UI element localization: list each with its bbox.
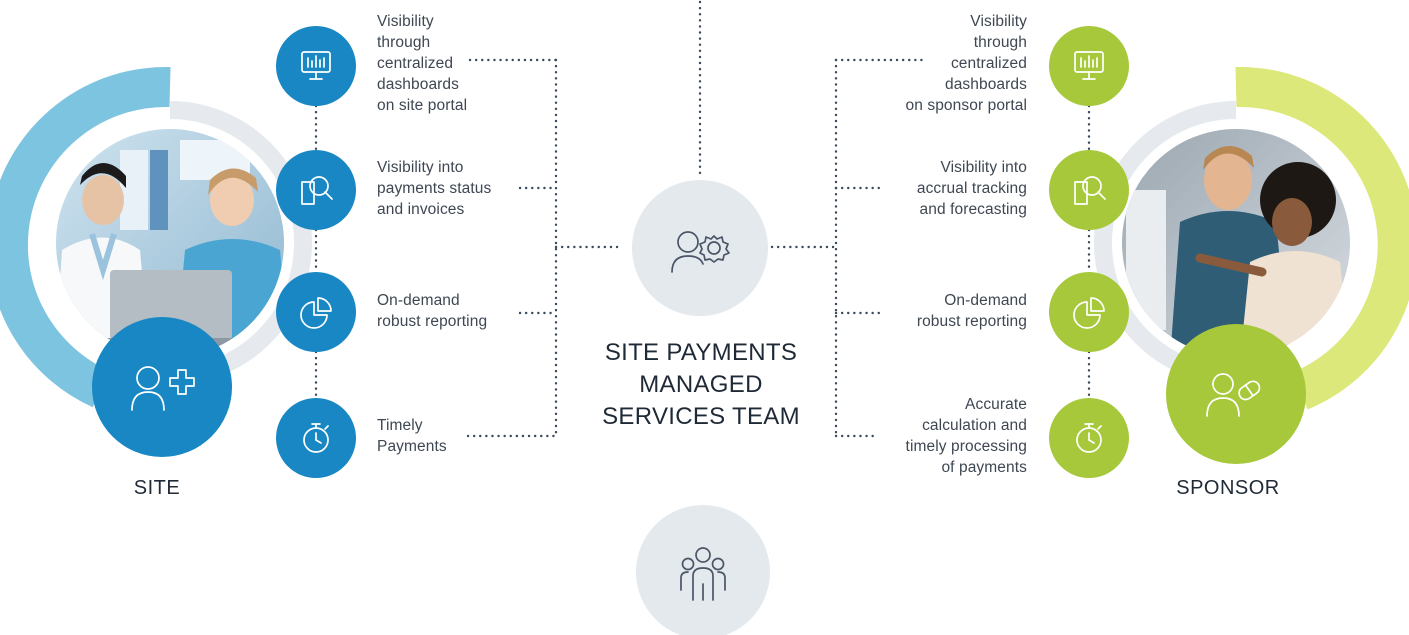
site-group (0, 66, 312, 457)
center-team-circle (632, 180, 768, 316)
dashboard-monitor-icon (1074, 51, 1104, 80)
sponsor-item-label-reporting: On-demand robust reporting (916, 292, 1027, 330)
sponsor-item-label-accurate-calculation: Accurate calculation and timely processi… (905, 396, 1027, 476)
center-group-circle (636, 505, 770, 635)
site-badge (92, 317, 232, 457)
site-name: SITE (133, 477, 181, 499)
person-plus-icon (131, 366, 195, 411)
pie-chart-icon (300, 297, 332, 329)
site-item-label-dashboards: Visibility through centralized dashboard… (377, 13, 468, 114)
center-team-title: SITE PAYMENTS MANAGED SERVICES TEAM (602, 339, 800, 430)
stopwatch-icon (1076, 423, 1102, 453)
connector-lines (314, 0, 1091, 438)
sponsor-name: SPONSOR (1176, 477, 1280, 499)
team-settings-icon (671, 231, 730, 273)
site-item-label-timely-payments: Timely Payments (377, 417, 447, 455)
sponsor-badge (1166, 324, 1306, 464)
sponsor-group (1094, 66, 1409, 464)
site-item-circles (276, 26, 356, 478)
document-search-icon (1074, 176, 1106, 205)
dashboard-monitor-icon (301, 51, 331, 80)
sponsor-item-label-dashboards: Visibility through centralized dashboard… (905, 13, 1027, 114)
site-item-label-reporting: On-demand robust reporting (377, 292, 488, 330)
sponsor-item-circles (1049, 26, 1129, 478)
pie-chart-icon (1073, 297, 1105, 329)
person-pill-icon (1206, 373, 1261, 417)
document-search-icon (301, 176, 333, 205)
sponsor-item-label-accrual-tracking: Visibility into accrual tracking and for… (916, 159, 1027, 218)
group-icon (680, 547, 726, 601)
site-item-label-payments-status: Visibility into payments status and invo… (377, 159, 492, 218)
site-ring-track (169, 101, 312, 385)
stopwatch-icon (303, 423, 329, 453)
